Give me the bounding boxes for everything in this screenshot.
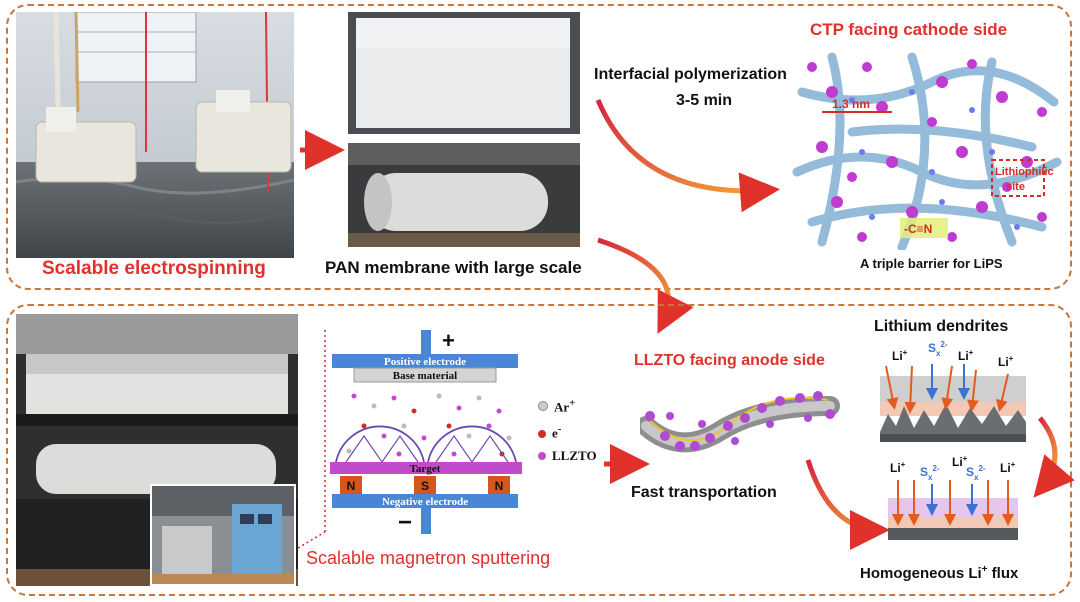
li-label-3: Li bbox=[998, 355, 1009, 369]
fast-transportation-label: Fast transportation bbox=[631, 484, 777, 501]
anode-schematic: Li+ Sx2- Li+ Li+ Li+ Sx2- Li+ Sx2- Li+ bbox=[880, 340, 1026, 540]
svg-text:Li+: Li+ bbox=[958, 348, 974, 363]
svg-text:Li+: Li+ bbox=[952, 454, 968, 469]
magnetron-label: Scalable magnetron sputtering bbox=[306, 548, 551, 568]
plus-sign: + bbox=[442, 328, 455, 353]
li-sup-2: + bbox=[969, 348, 974, 357]
ctp-label: CTP facing cathode side bbox=[810, 20, 1008, 39]
negative-electrode bbox=[332, 494, 518, 508]
sputter-particles bbox=[346, 393, 512, 457]
li-sup-3: + bbox=[1009, 354, 1014, 363]
homogeneous-flux-text: Homogeneous Li bbox=[860, 565, 982, 582]
homogeneous-flux-sup: + bbox=[981, 564, 988, 575]
sx-label-3: S bbox=[966, 465, 974, 479]
sx-sup-2: 2- bbox=[932, 464, 939, 473]
legend-llzto: LLZTO bbox=[552, 447, 597, 463]
target-label: Target bbox=[410, 463, 441, 475]
lithium-dendrites-label: Lithium dendrites bbox=[874, 318, 1009, 335]
pan-to-llzto-arrow bbox=[597, 237, 694, 334]
svg-text:Li+: Li+ bbox=[892, 348, 908, 363]
legend-e: e bbox=[552, 425, 558, 441]
pan-membrane-photo-top bbox=[348, 12, 580, 134]
bottom-panel bbox=[6, 304, 1072, 596]
cn-label: -C≡N bbox=[904, 222, 932, 236]
pan-to-ctp-arrow bbox=[595, 99, 780, 213]
li-label-2: Li bbox=[958, 349, 969, 363]
positive-electrode bbox=[332, 354, 518, 368]
magnet-n-right: N bbox=[495, 479, 504, 493]
li-sup-4: + bbox=[901, 460, 906, 469]
pan-membrane-photo-roll bbox=[348, 143, 580, 247]
magnet-n-left: N bbox=[347, 479, 356, 493]
svg-text:Sx2-: Sx2- bbox=[920, 464, 940, 482]
minus-sign: − bbox=[398, 509, 412, 536]
sx-label-2: S bbox=[920, 465, 928, 479]
li-label-1: Li bbox=[892, 349, 903, 363]
sx-sup-3: 2- bbox=[978, 464, 985, 473]
lithiophilic-label-2: site bbox=[1006, 181, 1025, 193]
li-label-5: Li bbox=[952, 455, 963, 469]
li-label-6: Li bbox=[1000, 461, 1011, 475]
sx-sub-1: x bbox=[936, 349, 941, 358]
li-label-4: Li bbox=[890, 461, 901, 475]
legend-ar-sup: + bbox=[569, 397, 576, 409]
negative-electrode-label: Negative electrode bbox=[382, 496, 468, 508]
svg-text:Li+: Li+ bbox=[998, 354, 1014, 369]
legend-ar: Ar bbox=[554, 399, 570, 415]
polymerization-line-1: Interfacial polymerization bbox=[594, 66, 787, 83]
top-panel bbox=[6, 4, 1072, 290]
svg-text:Sx2-: Sx2- bbox=[966, 464, 986, 482]
svg-text:Li+: Li+ bbox=[890, 460, 906, 475]
target-bar bbox=[330, 462, 522, 474]
base-material-label: Base material bbox=[393, 370, 457, 382]
pan-membrane-label: PAN membrane with large scale bbox=[325, 258, 582, 277]
li-sup-5: + bbox=[963, 454, 968, 463]
sx-label-1: S bbox=[928, 341, 936, 355]
svg-text:Li+: Li+ bbox=[1000, 460, 1016, 475]
electrospinning-label: Scalable electrospinning bbox=[42, 258, 266, 279]
sputtering-diagram: + Positive electrode Base material Targe… bbox=[330, 328, 522, 536]
polymerization-line-2: 3-5 min bbox=[676, 92, 733, 109]
positive-electrode-label: Positive electrode bbox=[384, 356, 466, 368]
magnetron-inset-photo bbox=[150, 484, 296, 586]
homogeneous-flux-tail: flux bbox=[987, 565, 1019, 582]
sx-sup-1: 2- bbox=[940, 340, 947, 349]
ctp-molecular-image: 1.3 nm Lithiophilic site -C≡N bbox=[792, 52, 1062, 250]
homogeneous-flux-label: Homogeneous Li+ flux bbox=[860, 564, 1018, 582]
particle-legend: Ar+ e- LLZTO bbox=[538, 392, 597, 467]
sx-sub-2: x bbox=[928, 473, 933, 482]
magnet-s: S bbox=[421, 479, 429, 493]
li-sup-6: + bbox=[1011, 460, 1016, 469]
svg-text:Sx2-: Sx2- bbox=[928, 340, 948, 358]
nm-label: 1.3 nm bbox=[832, 97, 870, 111]
llzto-label: LLZTO facing anode side bbox=[634, 352, 825, 369]
lithiophilic-label-1: Lithiophilic bbox=[995, 166, 1054, 178]
llzto-fiber bbox=[640, 391, 840, 453]
sx-sub-3: x bbox=[974, 473, 979, 482]
electrospinning-photo bbox=[16, 12, 294, 258]
li-sup-1: + bbox=[903, 348, 908, 357]
barrier-label: A triple barrier for LiPS bbox=[860, 256, 1003, 271]
legend-e-sup: - bbox=[557, 423, 562, 436]
